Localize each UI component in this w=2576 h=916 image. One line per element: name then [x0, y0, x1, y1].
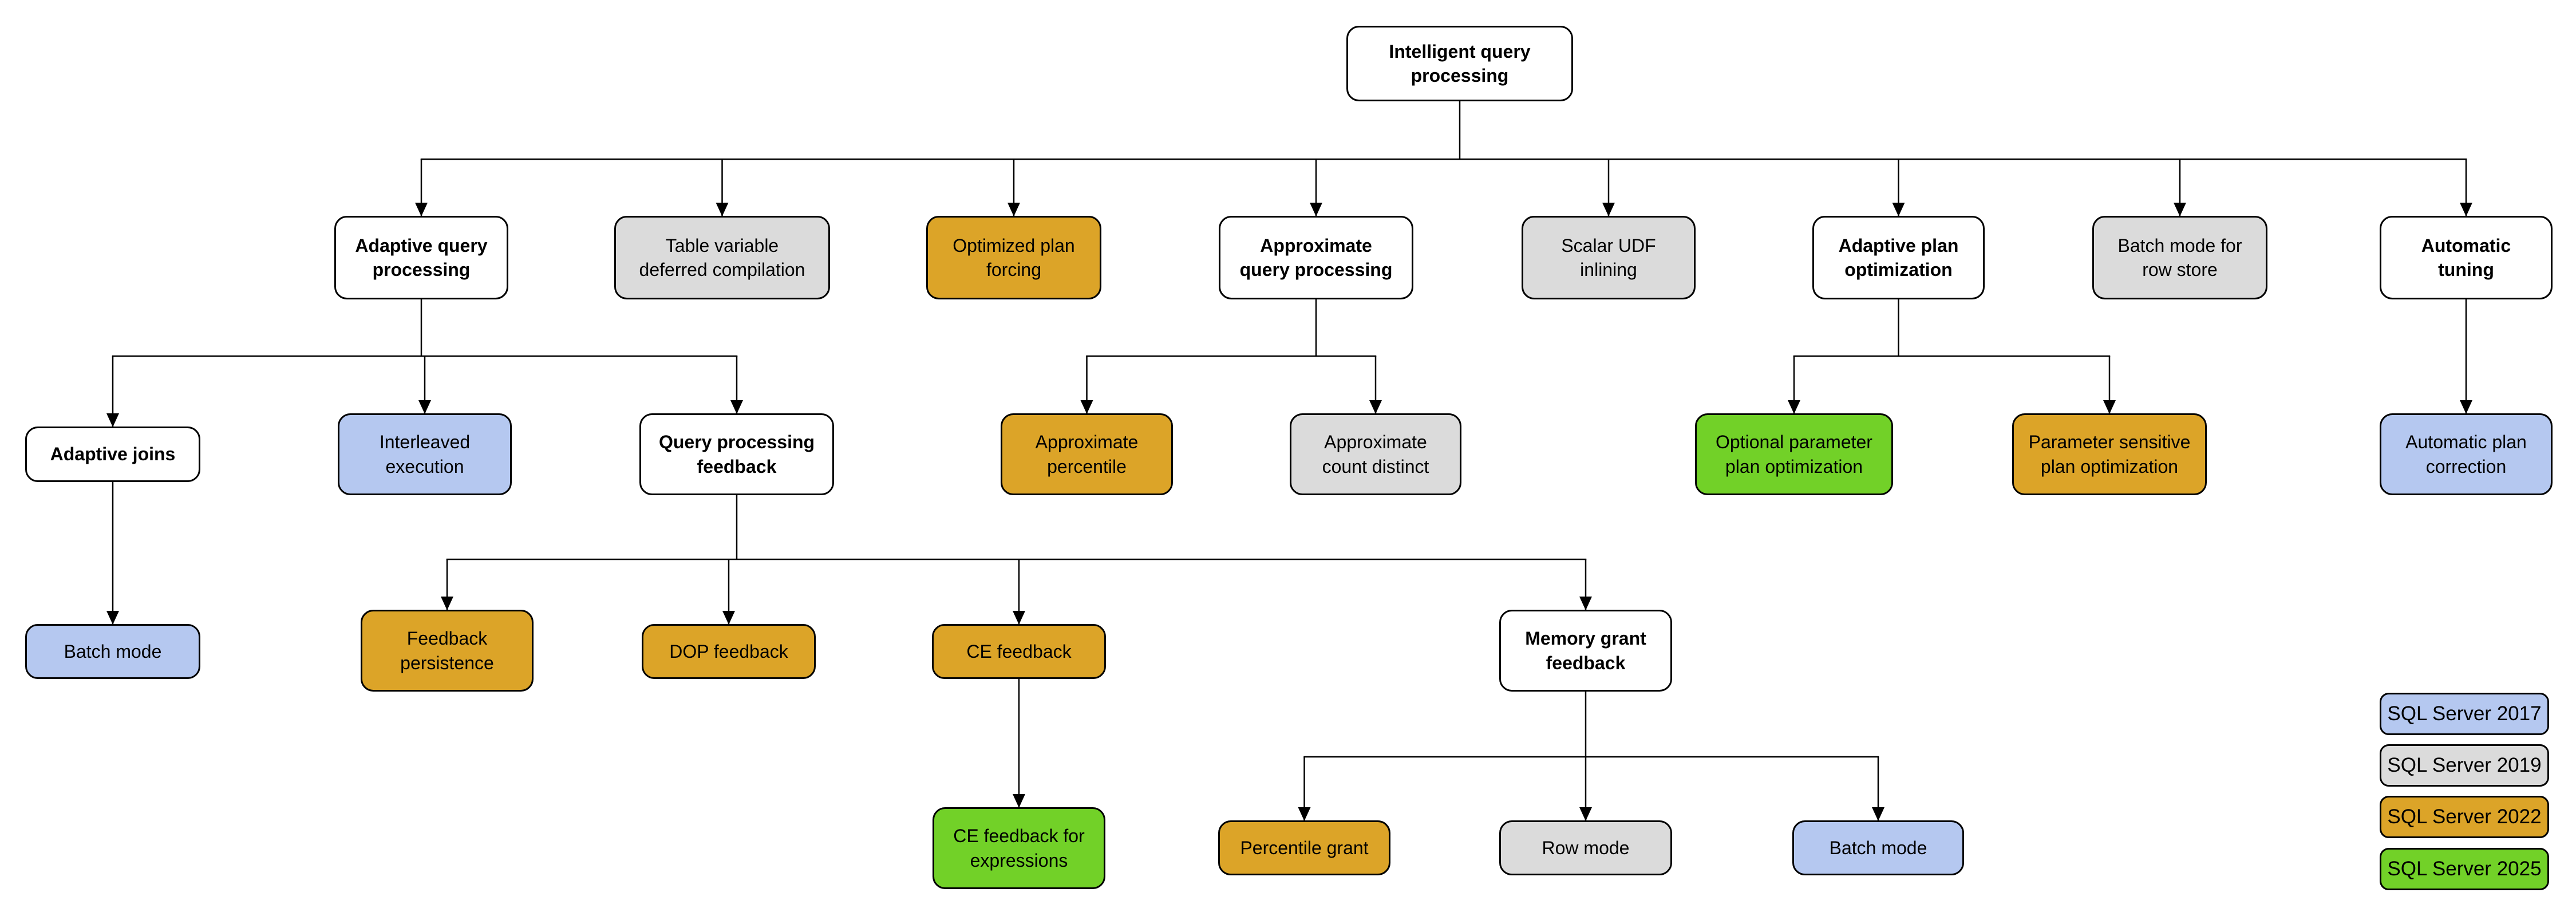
node-row-mode: Row mode: [1499, 820, 1672, 875]
legend-item-sql-server-2022: SQL Server 2022: [2380, 796, 2549, 838]
node-ce-feedback-for-expressions: CE feedback for expressions: [933, 807, 1105, 889]
node-approximate-count-distinct: Approximate count distinct: [1290, 413, 1461, 495]
node-batch-mode-for-row-store: Batch mode for row store: [2092, 216, 2267, 299]
node-automatic-tuning: Automatic tuning: [2380, 216, 2553, 299]
node-scalar-udf-inlining: Scalar UDF inlining: [1522, 216, 1696, 299]
node-table-variable-deferred-compilation: Table variable deferred compilation: [614, 216, 830, 299]
node-intelligent-query-processing: Intelligent query processing: [1346, 26, 1573, 101]
node-dop-feedback: DOP feedback: [642, 624, 816, 679]
legend-item-sql-server-2017: SQL Server 2017: [2380, 693, 2549, 735]
node-memory-grant-feedback: Memory grant feedback: [1499, 610, 1672, 692]
node-optional-parameter-plan-optimization: Optional parameter plan optimization: [1695, 413, 1893, 495]
node-query-processing-feedback: Query processing feedback: [639, 413, 834, 495]
node-percentile-grant: Percentile grant: [1218, 820, 1390, 875]
node-optimized-plan-forcing: Optimized plan forcing: [926, 216, 1101, 299]
node-batch-mode-adaptive-joins: Batch mode: [25, 624, 200, 679]
node-interleaved-execution: Interleaved execution: [338, 413, 512, 495]
node-adaptive-query-processing: Adaptive query processing: [334, 216, 508, 299]
node-approximate-query-processing: Approximate query processing: [1219, 216, 1413, 299]
node-approximate-percentile: Approximate percentile: [1001, 413, 1173, 495]
node-parameter-sensitive-plan-optimization: Parameter sensitive plan optimization: [2012, 413, 2207, 495]
node-feedback-persistence: Feedback persistence: [361, 610, 534, 692]
node-batch-mode-memory-grant: Batch mode: [1792, 820, 1964, 875]
node-ce-feedback: CE feedback: [932, 624, 1106, 679]
legend-item-sql-server-2025: SQL Server 2025: [2380, 848, 2549, 890]
node-adaptive-joins: Adaptive joins: [25, 427, 200, 482]
legend-item-sql-server-2019: SQL Server 2019: [2380, 744, 2549, 787]
node-adaptive-plan-optimization: Adaptive plan optimization: [1812, 216, 1985, 299]
node-automatic-plan-correction: Automatic plan correction: [2380, 413, 2553, 495]
